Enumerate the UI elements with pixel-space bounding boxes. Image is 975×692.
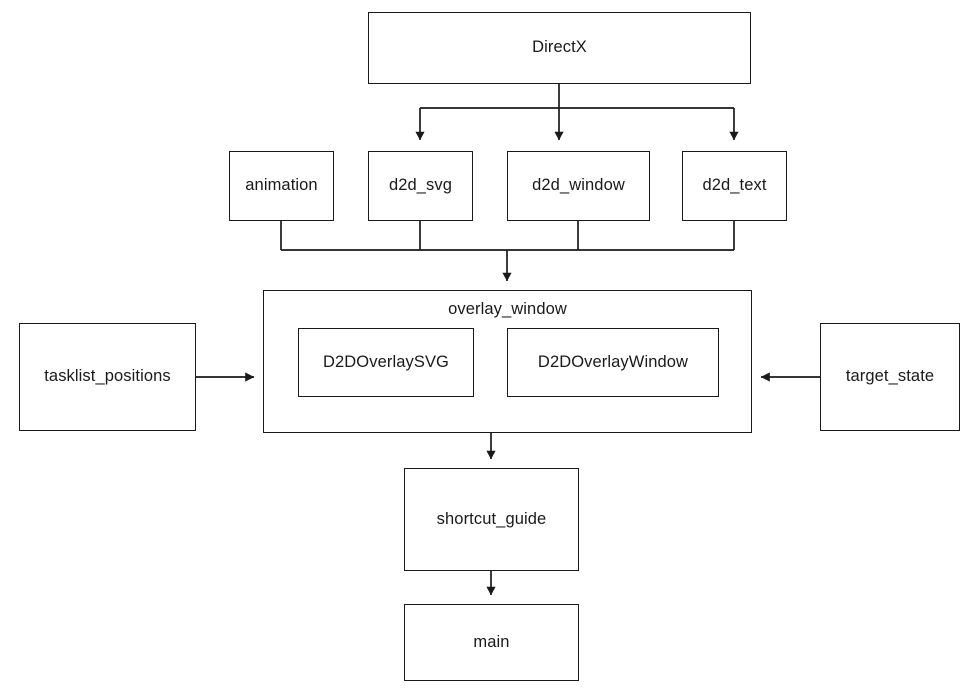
- node-d2d-overlay-window-label: D2DOverlayWindow: [537, 352, 689, 371]
- node-directx-label: DirectX: [532, 38, 587, 57]
- node-d2d-overlay-svg-label: D2DOverlaySVG: [322, 352, 449, 371]
- node-d2d-svg-label: d2d_svg: [388, 176, 453, 195]
- node-d2d-text[interactable]: d2d_text: [682, 151, 787, 221]
- node-target-state[interactable]: target_state: [820, 323, 960, 431]
- node-main-label: main: [473, 632, 510, 651]
- node-d2d-window[interactable]: d2d_window: [507, 151, 650, 221]
- node-main[interactable]: main: [404, 604, 579, 681]
- node-shortcut-guide[interactable]: shortcut_guide: [404, 468, 579, 571]
- node-overlay-window-label: overlay_window: [448, 300, 567, 318]
- node-d2d-text-label: d2d_text: [702, 176, 767, 195]
- node-shortcut-guide-label: shortcut_guide: [436, 509, 547, 528]
- node-overlay-window[interactable]: overlay_window: [263, 290, 752, 433]
- node-d2d-window-label: d2d_window: [532, 176, 625, 195]
- node-tasklist-positions-label: tasklist_positions: [44, 367, 171, 386]
- node-d2d-overlay-window[interactable]: D2DOverlayWindow: [507, 328, 719, 397]
- node-animation[interactable]: animation: [229, 151, 334, 221]
- node-target-state-label: target_state: [845, 367, 935, 386]
- node-d2d-overlay-svg[interactable]: D2DOverlaySVG: [298, 328, 474, 397]
- node-tasklist-positions[interactable]: tasklist_positions: [19, 323, 196, 431]
- node-d2d-svg[interactable]: d2d_svg: [368, 151, 473, 221]
- node-directx[interactable]: DirectX: [368, 12, 751, 84]
- node-animation-label: animation: [245, 176, 318, 195]
